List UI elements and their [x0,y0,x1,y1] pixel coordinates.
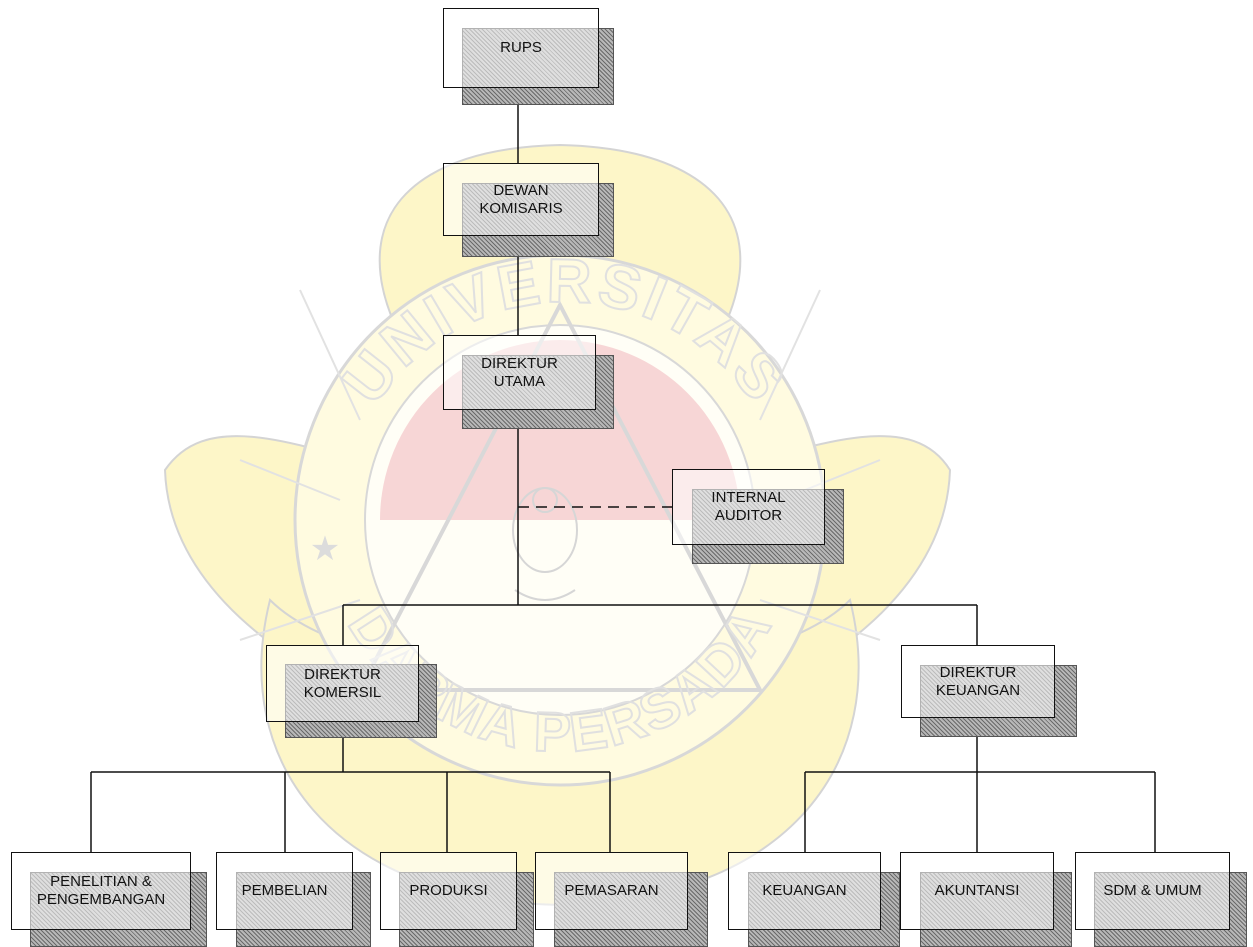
node-direktur-utama: DIREKTUR UTAMA [443,335,596,410]
node-rups-label: RUPS [500,39,542,56]
node-keuangan: KEUANGAN [728,852,881,930]
watermark-center-figure [512,487,578,601]
node-rups: RUPS [443,8,599,88]
node-akuntansi-label: AKUNTANSI [934,882,1020,899]
node-internal-auditor-label: INTERNAL AUDITOR [711,489,786,524]
node-pemasaran: PEMASARAN [535,852,688,930]
node-dewan-komisaris: DEWAN KOMISARIS [443,163,599,236]
node-internal-auditor: INTERNAL AUDITOR [672,469,825,545]
node-direktur-komersil-label: DIREKTUR KOMERSIL [303,665,382,701]
node-produksi-label: PRODUKSI [409,882,488,899]
node-sdm-umum-label: SDM & UMUM [1103,882,1202,899]
node-pembelian-label: PEMBELIAN [241,882,328,899]
node-produksi: PRODUKSI [380,852,517,930]
node-akuntansi: AKUNTANSI [900,852,1054,930]
watermark-triangle [356,300,764,692]
node-penelitian-pengembangan-label: PENELITIAN & PENGEMBANGAN [36,873,166,908]
node-sdm-umum: SDM & UMUM [1075,852,1230,930]
node-dewan-komisaris-label: DEWAN KOMISARIS [479,181,563,217]
node-pembelian: PEMBELIAN [216,852,353,930]
node-direktur-komersil: DIREKTUR KOMERSIL [266,645,419,722]
node-direktur-keuangan: DIREKTUR KEUANGAN [901,645,1055,718]
node-pemasaran-label: PEMASARAN [564,882,659,899]
node-direktur-utama-label: DIREKTUR UTAMA [481,354,558,390]
node-penelitian-pengembangan: PENELITIAN & PENGEMBANGAN [11,852,191,930]
node-direktur-keuangan-label: DIREKTUR KEUANGAN [935,663,1021,699]
watermark-star: ★ [310,529,340,569]
node-keuangan-label: KEUANGAN [762,882,847,899]
